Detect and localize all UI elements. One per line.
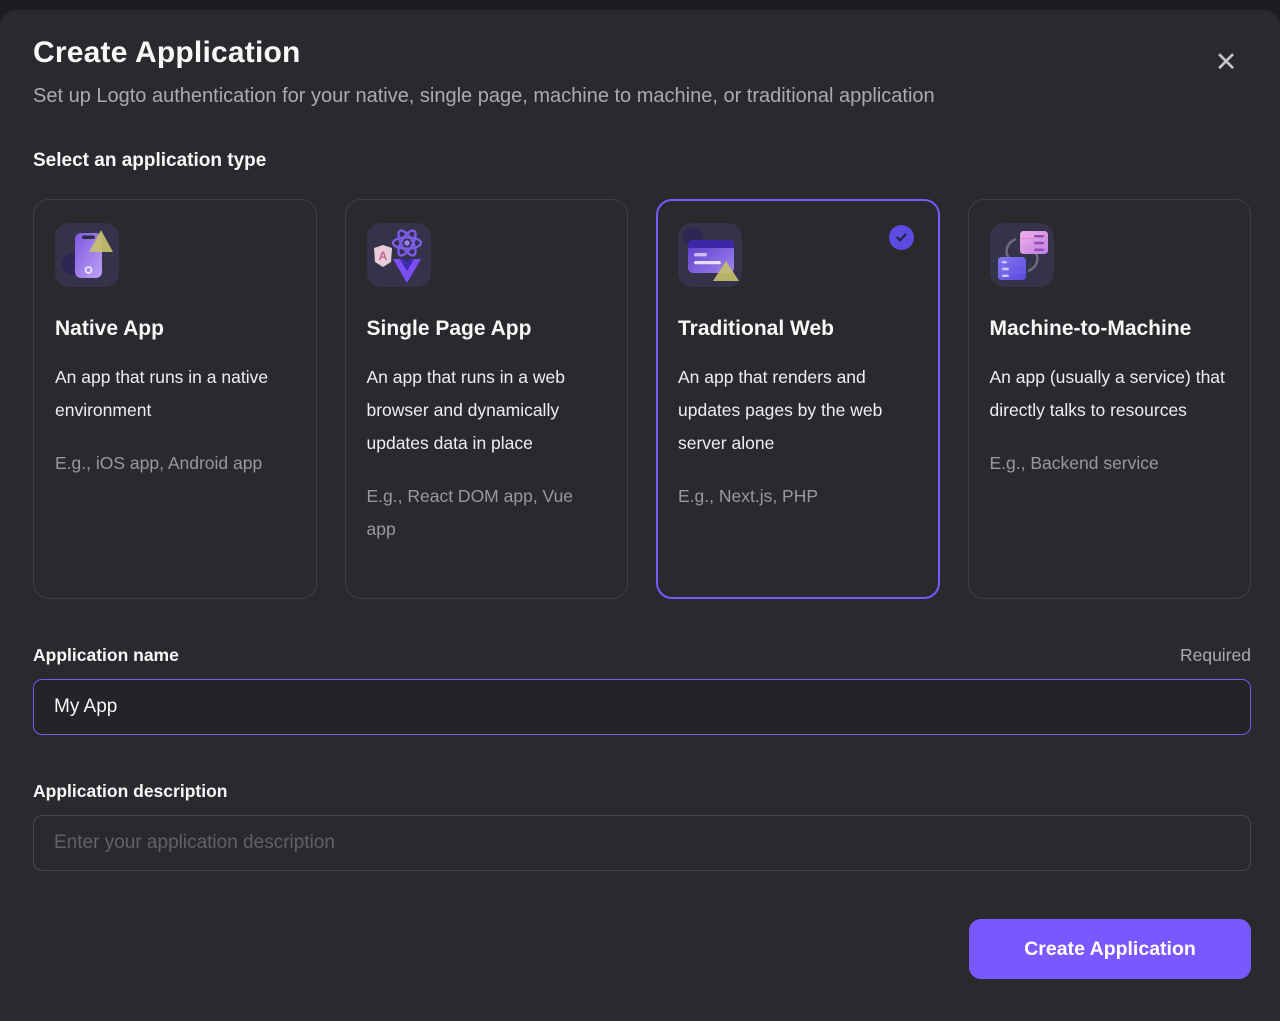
machine-to-machine-icon [989, 223, 1054, 287]
card-description: An app that runs in a web browser and dy… [366, 367, 565, 453]
page-title: Create Application [33, 36, 301, 69]
page-subtitle: Set up Logto authentication for your nat… [33, 85, 935, 107]
card-title: Single Page App [366, 317, 532, 340]
card-machine-to-machine[interactable]: Machine-to-Machine An app (usually a ser… [967, 199, 1251, 599]
required-tag: Required [1179, 645, 1251, 665]
card-description: An app that runs in a native environment [55, 367, 269, 420]
card-title: Native App [55, 317, 164, 340]
application-description-input[interactable] [33, 815, 1251, 871]
card-single-page-app[interactable]: A Single Page App An app that runs in a … [344, 199, 628, 599]
create-application-modal: Create Application Set up Logto authenti… [0, 10, 1280, 1021]
card-description: An app (usually a service) that directly… [989, 367, 1225, 420]
card-title: Traditional Web [678, 317, 834, 340]
traditional-web-icon [678, 223, 742, 287]
application-name-label: Application name [33, 645, 179, 665]
single-page-app-icon: A [366, 223, 431, 287]
selected-check-badge [888, 225, 914, 250]
card-title: Machine-to-Machine [989, 317, 1192, 340]
card-traditional-web[interactable]: Traditional Web An app that renders and … [656, 199, 940, 599]
svg-text:A: A [378, 249, 387, 263]
app-type-section-label: Select an application type [33, 150, 267, 171]
application-description-label: Application description [33, 781, 228, 801]
card-example: E.g., iOS app, Android app [55, 453, 263, 473]
modal-footer: Create Application [33, 919, 1251, 979]
check-icon [895, 233, 907, 242]
application-name-input[interactable] [33, 679, 1251, 735]
card-example: E.g., Backend service [989, 453, 1159, 473]
app-type-card-list: Native App An app that runs in a native … [33, 199, 1251, 599]
close-icon[interactable]: ✕ [1210, 46, 1242, 78]
card-example: E.g., React DOM app, Vue app [366, 486, 574, 539]
card-example: E.g., Next.js, PHP [678, 486, 819, 506]
create-application-button[interactable]: Create Application [969, 919, 1251, 979]
card-description: An app that renders and updates pages by… [678, 367, 883, 453]
card-native-app[interactable]: Native App An app that runs in a native … [33, 199, 317, 599]
native-app-icon [55, 223, 119, 287]
